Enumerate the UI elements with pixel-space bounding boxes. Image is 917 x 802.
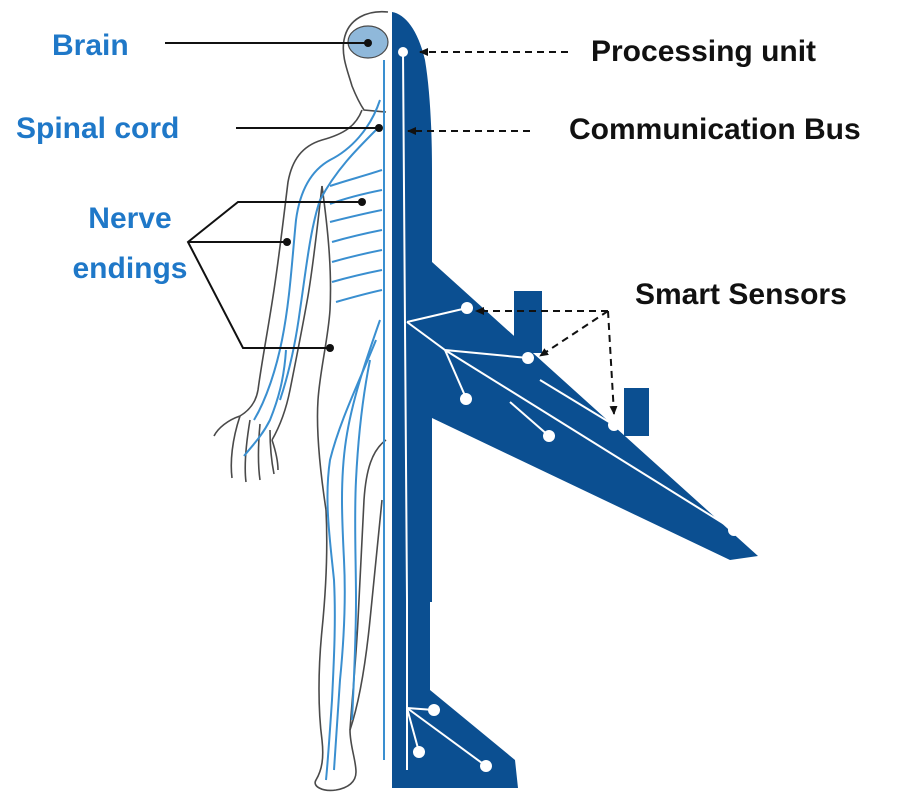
- sensor-node: [522, 352, 534, 364]
- spinal-cord-label: Spinal cord: [16, 112, 180, 145]
- hand-outline: [213, 415, 279, 483]
- sensor-arrow-2: [539, 310, 609, 357]
- processing-unit-node: [398, 47, 408, 57]
- processing-unit-label: Processing unit: [591, 35, 817, 68]
- human-leader-dots: [283, 39, 383, 352]
- tail-shape: [392, 600, 518, 788]
- sensor-node: [413, 746, 425, 758]
- brain-label: Brain: [52, 29, 129, 62]
- wing-fence-2: [624, 388, 649, 436]
- nerve-endings-label-line1: Nerve: [88, 202, 172, 235]
- sensor-node: [460, 393, 472, 405]
- sensor-node: [608, 419, 620, 431]
- head-outline: [342, 10, 389, 113]
- nervous-system: [243, 60, 385, 781]
- airplane-arrows: [407, 48, 618, 415]
- sensor-node: [728, 524, 740, 536]
- sensor-node: [428, 704, 440, 716]
- torso-outline: [316, 185, 332, 511]
- leg-outline: [314, 439, 387, 792]
- sensor-arrow-3: [607, 310, 618, 415]
- smart-sensors-label: Smart Sensors: [635, 278, 847, 311]
- shoulder-outline: [239, 109, 363, 417]
- wing-fence-1: [514, 291, 542, 353]
- nerve-endings-label-line2: endings: [72, 252, 188, 285]
- sensor-node: [480, 760, 492, 772]
- airplane-nodes: [398, 47, 740, 772]
- inner-leg-outline: [349, 499, 383, 731]
- sensor-node: [461, 302, 473, 314]
- human-leader-lines: [165, 42, 379, 349]
- airplane-wiring: [402, 51, 735, 770]
- sensor-node: [543, 430, 555, 442]
- nerve-endings-leader-lines: [186, 201, 362, 349]
- arm-inner-outline: [271, 185, 323, 441]
- communication-bus-label: Communication Bus: [569, 113, 861, 146]
